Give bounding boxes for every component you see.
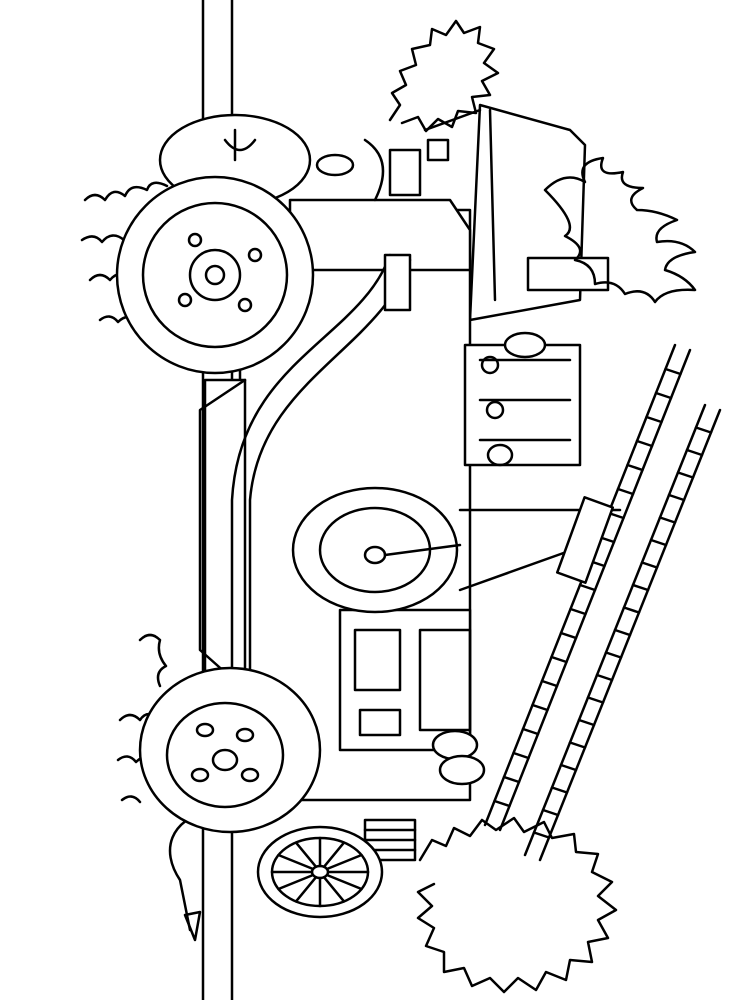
- ladder-rung: [635, 439, 654, 448]
- ladder-rung: [569, 607, 587, 616]
- ladder: [483, 343, 722, 862]
- side-spare-wheel: [291, 486, 462, 614]
- ladder-rung: [531, 703, 549, 712]
- trees-top: [388, 19, 500, 133]
- flames: [543, 156, 697, 304]
- wheel-spoke: [322, 875, 346, 903]
- wheel-spoke: [294, 841, 318, 869]
- rear-wheel: [138, 666, 322, 834]
- ladder-rung: [626, 463, 644, 472]
- ladder-rung: [616, 487, 635, 496]
- ladder-rung: [532, 831, 551, 839]
- wheel-spoke: [294, 875, 318, 903]
- ladder-rung: [654, 391, 673, 400]
- ladder-rung: [649, 538, 668, 547]
- ladder-rung: [604, 651, 623, 659]
- ladder-rung: [521, 727, 540, 736]
- ladder-rung: [559, 631, 578, 640]
- ladder-rung: [595, 673, 614, 682]
- ladder-rung: [577, 718, 596, 727]
- wheel-spoke: [277, 873, 315, 891]
- ladder-rung: [622, 606, 641, 614]
- ladder-rung: [685, 448, 704, 457]
- ladder-rung: [578, 583, 597, 592]
- fire-hose: [168, 253, 412, 942]
- ladder-rung: [568, 741, 587, 749]
- ladder-rung: [667, 493, 686, 502]
- ladder-rung: [559, 763, 578, 772]
- ladder-rung: [493, 799, 511, 808]
- ladder-rung: [541, 808, 560, 817]
- ladder-rung: [658, 516, 677, 524]
- wheel-spoke: [325, 873, 363, 891]
- front-wheel: [115, 175, 315, 375]
- trees-bottom: [416, 816, 618, 994]
- ladder-rung: [550, 655, 568, 664]
- ladder-rung: [586, 696, 605, 704]
- ladder-rung: [676, 471, 695, 479]
- ladder-rung: [613, 628, 632, 637]
- ladder-rung: [502, 775, 521, 784]
- wheel-spoke: [322, 841, 346, 869]
- ladder-rung: [540, 679, 559, 688]
- spoked-wheel: [256, 825, 384, 919]
- ladder-rung: [664, 367, 682, 376]
- ladder-rung: [550, 786, 569, 794]
- ladder-rung: [640, 561, 659, 569]
- ladder-rung: [645, 415, 663, 424]
- wheel-spoke: [277, 853, 315, 871]
- ladder-rung: [694, 426, 713, 434]
- ladder-rung: [631, 583, 650, 592]
- ladder-rung: [512, 751, 530, 760]
- wheel-spoke: [325, 853, 363, 871]
- burning-house: [423, 103, 610, 322]
